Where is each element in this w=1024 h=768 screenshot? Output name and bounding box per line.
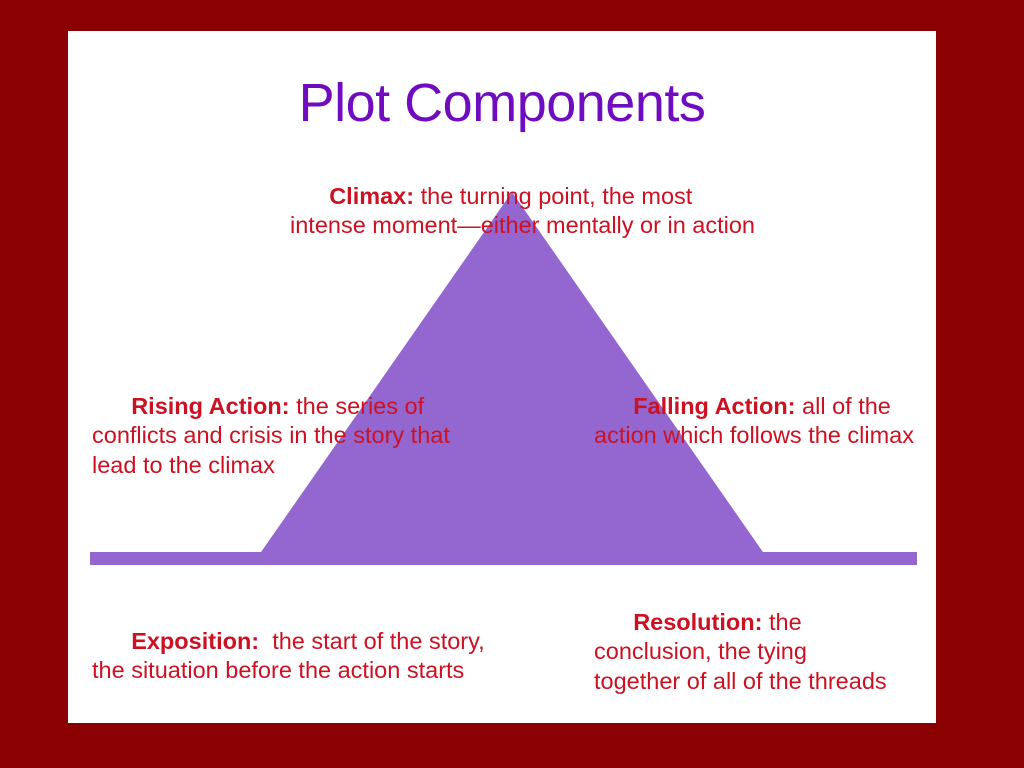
callout-exposition-body: the start of the story, the situation be… [92, 627, 492, 684]
callout-rising-action-body: the series of conflicts and crisis in th… [92, 392, 457, 478]
plot-diagram-svg [90, 192, 917, 565]
callout-falling-action-lead: Falling Action: [633, 392, 796, 419]
callout-climax: Climax: the turning point, the most inte… [290, 152, 760, 270]
callout-resolution: Resolution: the conclusion, the tying to… [594, 578, 894, 723]
plot-diagram [68, 31, 936, 723]
callout-exposition-lead: Exposition: [131, 627, 260, 654]
callout-falling-action: Falling Action: all of the action which … [594, 362, 924, 480]
callout-rising-action: Rising Action: the series of conflicts a… [92, 362, 492, 510]
callout-climax-body: the turning point, the most intense mome… [290, 182, 755, 239]
page-title: Plot Components [298, 73, 706, 133]
callout-falling-action-body: all of the action which follows the clim… [594, 392, 914, 449]
baseline-bar [90, 552, 917, 565]
callout-climax-lead: Climax: [329, 182, 415, 209]
triangle-shape [252, 192, 772, 565]
callout-exposition: Exposition: the start of the story, the … [92, 597, 502, 715]
callout-resolution-lead: Resolution: [633, 608, 763, 635]
callout-resolution-body: the conclusion, the tying together of al… [594, 608, 887, 694]
slide-canvas: Plot Components Climax: the turning poin… [68, 31, 936, 723]
callout-rising-action-lead: Rising Action: [131, 392, 290, 419]
